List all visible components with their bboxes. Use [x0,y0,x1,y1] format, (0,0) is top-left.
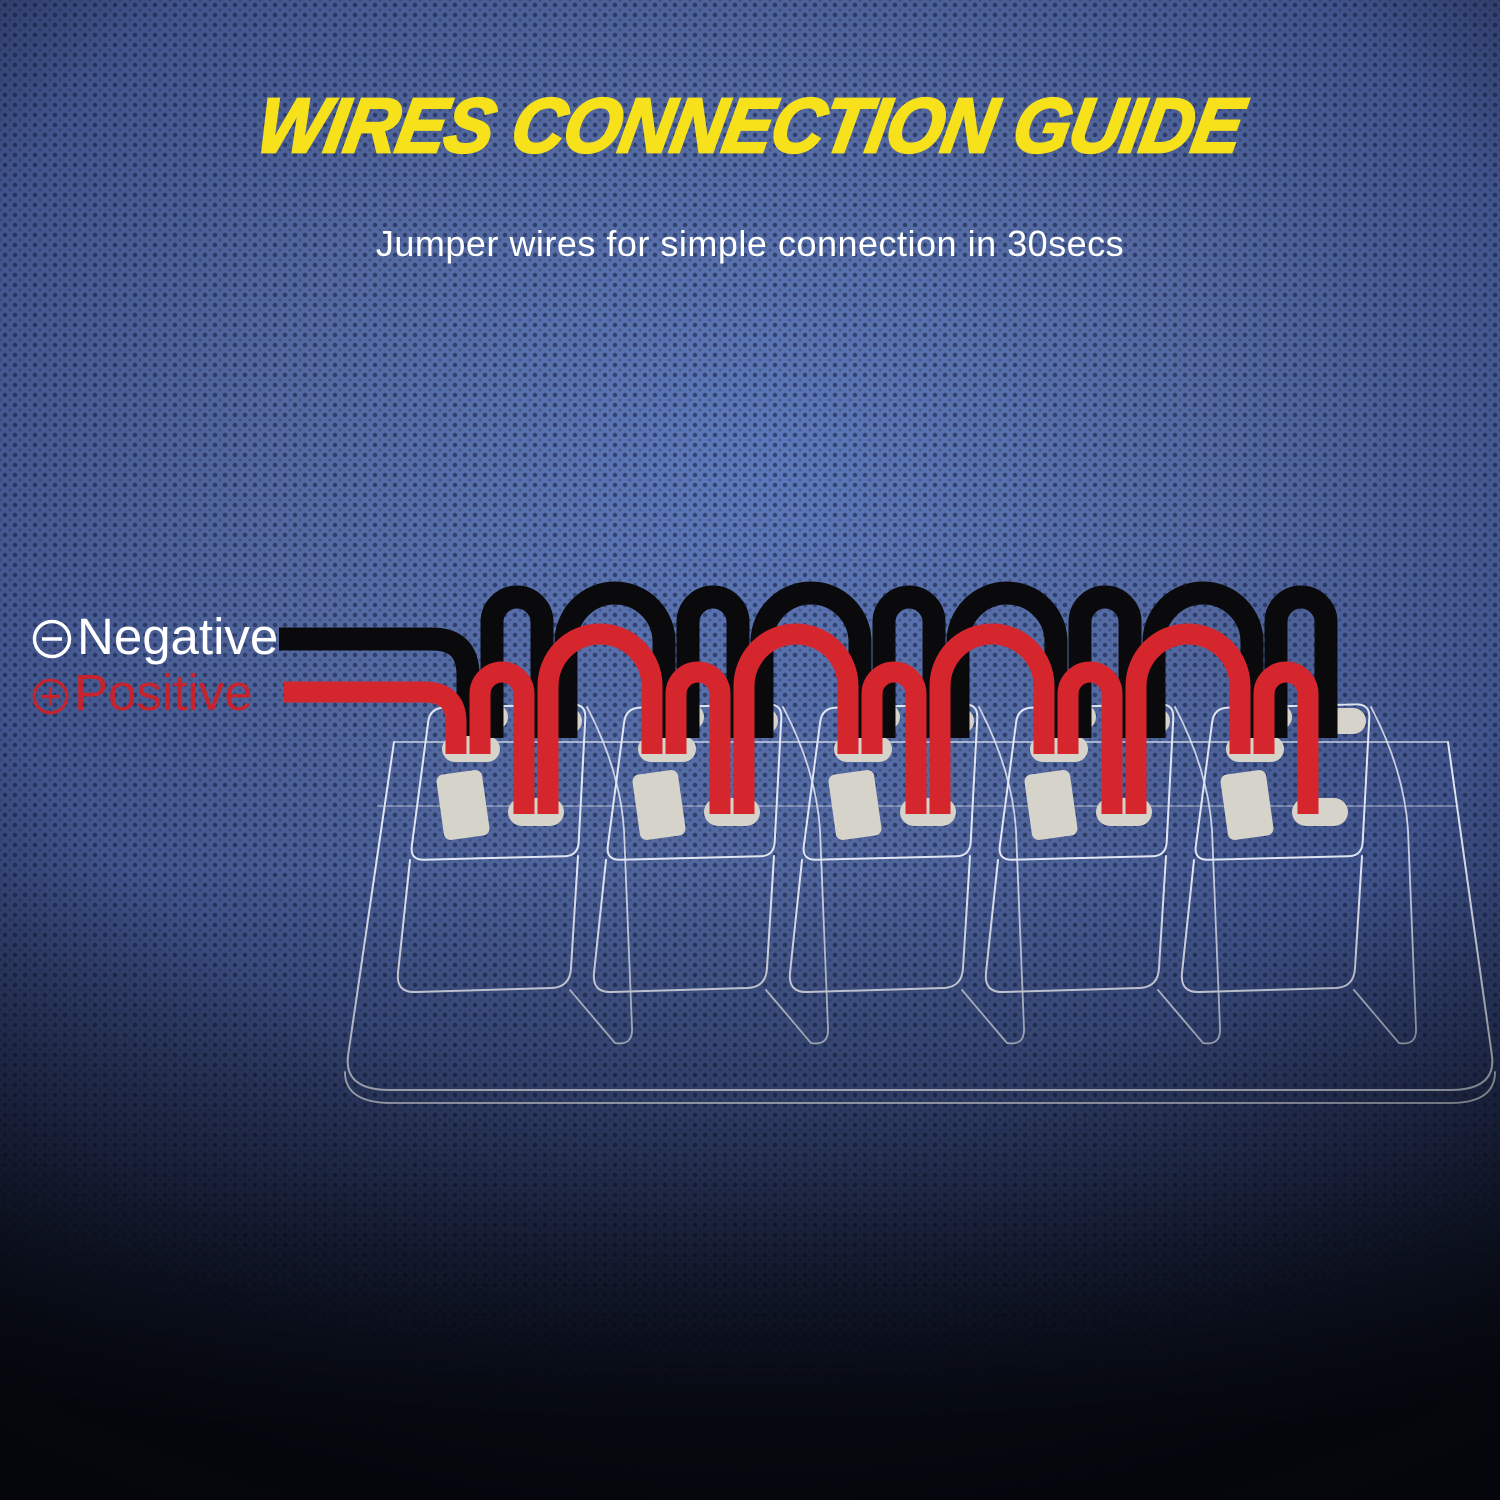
circle-minus-icon [32,619,72,659]
legend-positive: Positive [30,666,278,720]
switch-actuator [632,770,686,840]
switch-front-body [396,855,579,994]
switch-actuator [1220,770,1274,840]
circle-plus-icon [32,678,69,715]
switch-actuator [1024,770,1078,840]
switch-front-body [788,855,971,994]
legend-negative: Negative [30,610,278,664]
switch-front-body [1180,855,1363,994]
switch-side-edge [765,706,829,1045]
panel-edge-line [344,1071,1496,1104]
switch-front-body [592,855,775,994]
switch-side-edge [569,706,633,1045]
switch-side-edge [1157,706,1221,1045]
legend-negative-label: Negative [77,608,279,665]
legend-positive-label: Positive [74,664,253,721]
switch-front-body [984,855,1167,994]
switch-actuator [436,770,490,840]
switch-side-edge [961,706,1025,1045]
switch-actuator [828,770,882,840]
switch-side-edge [1353,706,1417,1045]
positive-feed-wire [284,681,467,754]
wire-legend: Negative Positive [30,610,278,720]
